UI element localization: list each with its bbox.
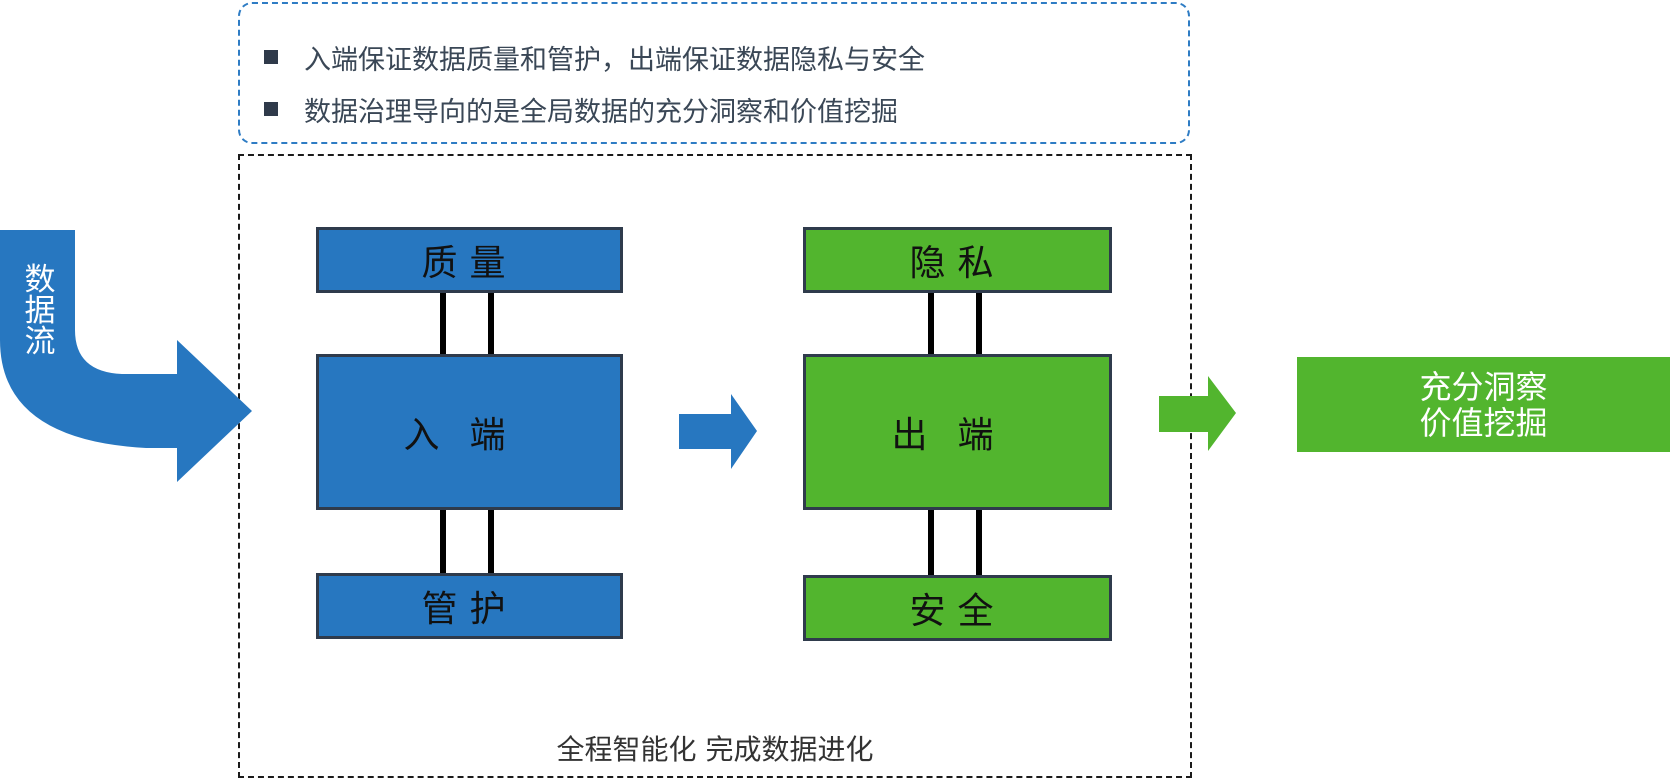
- bullet-square-icon: [264, 102, 278, 116]
- data-flow-char: 数: [24, 262, 56, 298]
- inbound-block: 入端: [316, 354, 623, 510]
- outbound-block: 出端: [803, 354, 1112, 510]
- data-flow-char: 流: [24, 324, 56, 360]
- connector-bar: [488, 291, 494, 356]
- bullet-square-icon: [264, 50, 278, 64]
- connector-bar: [976, 508, 982, 577]
- result-line: 价值挖掘: [1419, 403, 1548, 442]
- connector-bar: [976, 291, 982, 356]
- output-arrow-icon: [1159, 376, 1236, 451]
- info-box: 入端保证数据质量和管护，出端保证数据隐私与安全 数据治理导向的是全局数据的充分洞…: [238, 2, 1190, 144]
- bullet-item: 入端保证数据质量和管护，出端保证数据隐私与安全: [264, 37, 925, 77]
- data-flow-arrow-icon: [0, 230, 252, 482]
- bullet-text: 入端保证数据质量和管护，出端保证数据隐私与安全: [304, 44, 925, 76]
- quality-block: 质量: [316, 227, 623, 293]
- result-box: 充分洞察 价值挖掘: [1297, 357, 1670, 452]
- data-flow-label: 数 据 流: [18, 265, 62, 358]
- middle-arrow-icon: [679, 394, 757, 469]
- connector-bar: [488, 508, 494, 575]
- stewardship-block: 管护: [316, 573, 623, 639]
- process-box: 全程智能化 完成数据进化: [238, 154, 1192, 778]
- bullet-item: 数据治理导向的是全局数据的充分洞察和价值挖掘: [264, 89, 898, 129]
- connector-bar: [440, 508, 446, 575]
- result-line: 充分洞察: [1419, 367, 1548, 406]
- process-footer-label: 全程智能化 完成数据进化: [556, 733, 874, 766]
- security-block: 安全: [803, 575, 1112, 641]
- connector-bar: [440, 291, 446, 356]
- connector-bar: [928, 508, 934, 577]
- privacy-block: 隐私: [803, 227, 1112, 293]
- connector-bar: [928, 291, 934, 356]
- data-flow-char: 据: [24, 293, 56, 329]
- bullet-text: 数据治理导向的是全局数据的充分洞察和价值挖掘: [304, 96, 898, 128]
